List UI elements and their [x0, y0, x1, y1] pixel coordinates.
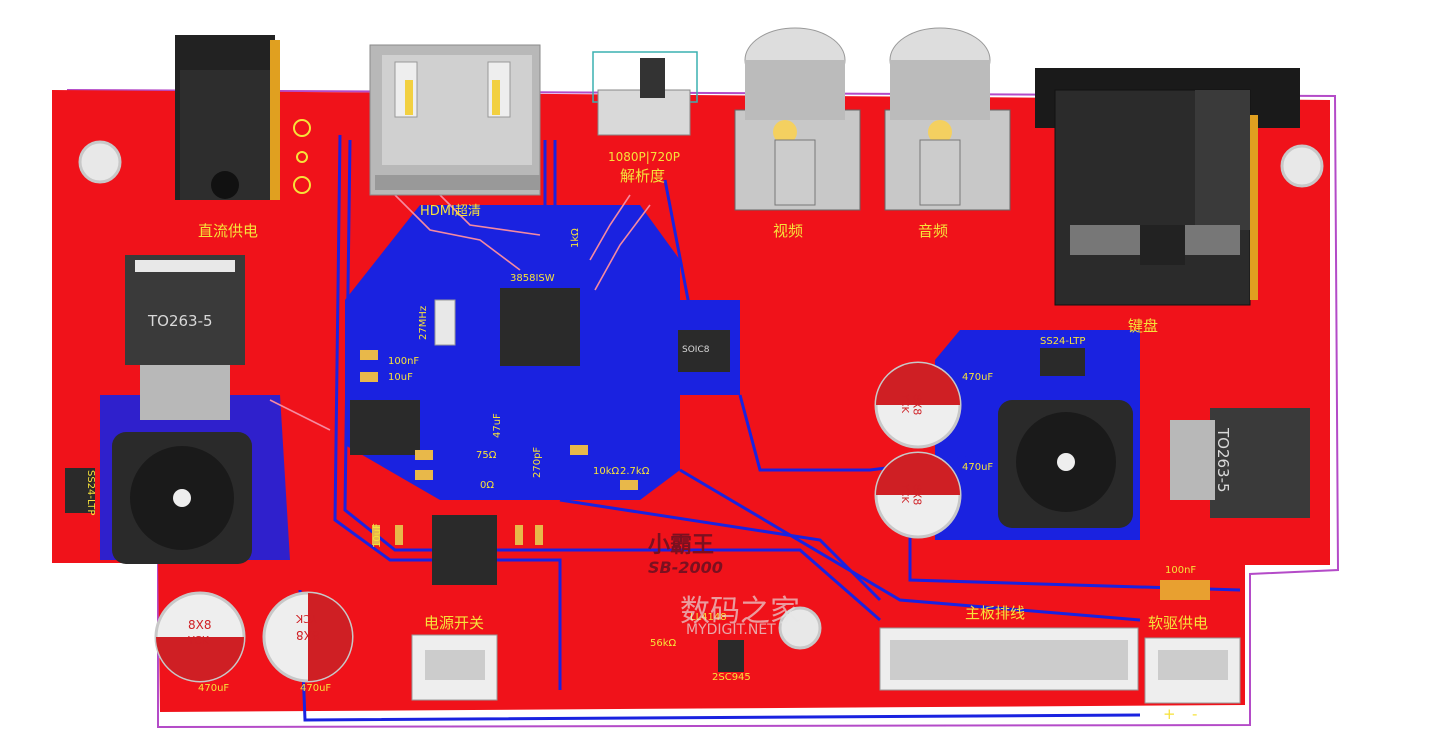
- watermark-text: 数码之家: [680, 594, 800, 629]
- hdmi-port: [369, 44, 541, 196]
- label-resolution-sub: 解析度: [620, 167, 666, 185]
- ss24-right-label: SS24-LTP: [1040, 336, 1086, 347]
- passive-10uf: 10uF: [388, 372, 413, 383]
- label-minus: -: [1192, 705, 1198, 723]
- passive-10k: 10kΩ: [593, 466, 620, 477]
- cap-d-body: [874, 451, 962, 539]
- power-switch-connector: [411, 634, 498, 701]
- to263-left-body: [125, 255, 245, 420]
- cap-d-brand: YCK: [899, 483, 911, 504]
- watermark-url: MYDIGIT.NET: [686, 622, 776, 638]
- transistor-label: 2SC945: [712, 672, 751, 683]
- main-ic-body: [500, 288, 580, 366]
- mount-hole-left: [78, 140, 122, 184]
- traces-pink: [269, 194, 651, 431]
- label-resolution: 1080P|720P: [608, 150, 680, 164]
- cap-a-value: 470uF: [198, 683, 230, 694]
- soic8-label: SOIC8: [682, 345, 710, 355]
- passive-2k7: 2.7kΩ: [620, 466, 650, 477]
- label-main-cable: 主板排线: [965, 604, 1026, 622]
- cap-a-size: 8X8: [188, 618, 212, 632]
- passive-10uf-b: 10uF: [372, 523, 383, 548]
- cap-b-size: 8X8: [296, 628, 320, 642]
- main-cable-connector: [879, 627, 1139, 691]
- passive-0: 0Ω: [480, 480, 495, 491]
- label-keyboard: 键盘: [1128, 317, 1159, 335]
- cap-b-body: [262, 591, 354, 683]
- inductor-left: [112, 432, 252, 564]
- label-floppy-power: 软驱供电: [1148, 614, 1209, 632]
- mount-hole-right: [1280, 144, 1324, 188]
- label-hdmi: HDMI超清: [420, 204, 481, 219]
- logo-model: SB-2000: [648, 558, 723, 577]
- crystal-label: 27MHz: [418, 305, 429, 340]
- reg-sot223-a: [350, 400, 420, 455]
- to263-left-label: TO263-5: [148, 312, 213, 330]
- cap-c-size: 8X8: [910, 393, 924, 416]
- rca-audio: [884, 27, 1011, 211]
- cap-c-body: [874, 361, 962, 449]
- cap-a-brand: YCK: [188, 634, 210, 647]
- cap-c-brand: YCK: [899, 393, 911, 414]
- label-dc-power: 直流供电: [198, 222, 259, 240]
- to263-right-body: [1170, 408, 1310, 518]
- label-power-switch: 电源开关: [424, 614, 485, 632]
- soic8-body: [678, 330, 730, 372]
- mount-hole-mid: [778, 606, 822, 650]
- passive-270pf: 270pF: [532, 446, 543, 478]
- reg-sot223-b: [432, 515, 497, 585]
- main-ic-label: 3858ISW: [510, 273, 555, 284]
- passive-100nf: 100nF: [388, 356, 420, 367]
- ss24-left-label: SS24-LTP: [85, 470, 96, 516]
- crystal-body: [434, 299, 456, 346]
- dc-jack: [175, 35, 280, 200]
- keyboard-connector: [1035, 68, 1300, 306]
- ss24-right-body: [1040, 348, 1085, 376]
- rca-video: [734, 27, 861, 211]
- cap-d-value: 470uF: [962, 462, 994, 473]
- polarity-icon: [293, 119, 311, 194]
- ll4148-label: LL4148: [690, 612, 727, 623]
- board-body: [52, 90, 1330, 712]
- passive-75: 75Ω: [476, 450, 497, 461]
- floppy-power-connector: [1144, 637, 1241, 704]
- label-audio: 音频: [918, 222, 949, 240]
- label-video: 视频: [773, 222, 804, 240]
- cap-b-brand: YCK: [296, 612, 318, 625]
- passive-100nf-b: 100nF: [1165, 565, 1197, 576]
- label-plus: +: [1163, 705, 1176, 723]
- cap-c-value: 470uF: [962, 372, 994, 383]
- cap-d-size: 8X8: [910, 483, 924, 506]
- passive-56k: 56kΩ: [650, 638, 677, 649]
- resolution-switch: [592, 51, 698, 136]
- transistor-body: [718, 640, 744, 672]
- logo-brand: 小霸王: [648, 533, 715, 558]
- passive-47uf: 47uF: [492, 413, 503, 438]
- inductor-right: [998, 400, 1133, 528]
- passive-1k: 1kΩ: [570, 228, 581, 248]
- ss24-left-body: [65, 468, 95, 513]
- to263-right-label: TO263-5: [1214, 428, 1232, 493]
- cap-a-body: [154, 591, 246, 683]
- cap-b-value: 470uF: [300, 683, 332, 694]
- smd-passives: [360, 350, 1210, 600]
